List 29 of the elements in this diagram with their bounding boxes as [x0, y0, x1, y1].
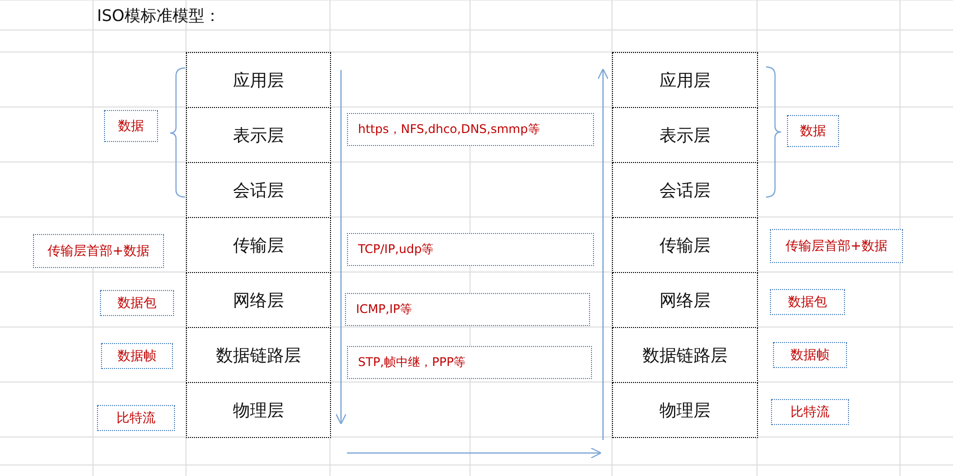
layer-box: 数据链路层	[612, 327, 758, 383]
layer-box: 表示层	[186, 107, 331, 163]
protocol-box: https，NFS,dhco,DNS,smmp等	[347, 113, 594, 146]
layer-box: 网络层	[186, 272, 331, 328]
layer-box: 应用层	[186, 52, 331, 108]
note-box: 数据帧	[773, 342, 847, 368]
note-box: 数据包	[770, 289, 845, 315]
note-box: 比特流	[771, 399, 849, 425]
protocol-box: ICMP,IP等	[345, 293, 590, 326]
layer-box: 传输层	[612, 217, 758, 273]
title: ISO模标准模型：	[97, 6, 220, 27]
layer-box: 应用层	[612, 52, 758, 108]
note-box: 数据	[104, 110, 158, 142]
layer-box: 表示层	[612, 107, 758, 163]
layer-box: 会话层	[186, 162, 331, 218]
layer-box: 数据链路层	[186, 327, 331, 383]
protocol-box: TCP/IP,udp等	[347, 233, 594, 266]
layer-box: 物理层	[186, 382, 331, 438]
layer-box: 网络层	[612, 272, 758, 328]
note-box: 传输层首部+数据	[770, 229, 903, 263]
layer-box: 会话层	[612, 162, 758, 218]
note-box: 数据包	[100, 290, 174, 316]
note-box: 数据	[787, 115, 839, 147]
note-box: 比特流	[97, 405, 175, 431]
layer-box: 传输层	[186, 217, 331, 273]
protocol-box: STP,帧中继，PPP等	[347, 346, 592, 379]
layer-box: 物理层	[612, 382, 758, 438]
note-box: 数据帧	[101, 343, 173, 369]
note-box: 传输层首部+数据	[33, 234, 164, 268]
